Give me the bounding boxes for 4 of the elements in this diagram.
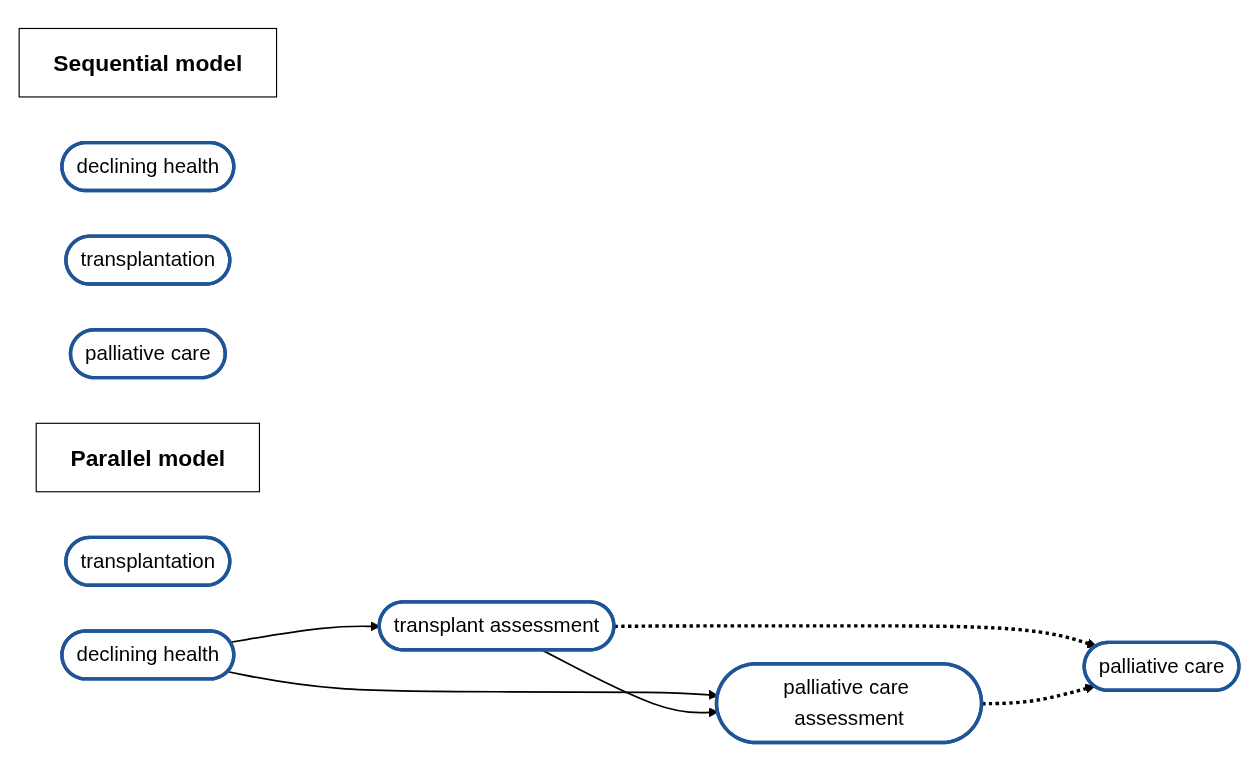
node-box: Sequential model bbox=[18, 27, 278, 98]
arrow bbox=[614, 624, 1097, 649]
arrow bbox=[982, 683, 1095, 706]
node-box: Parallel model bbox=[35, 422, 260, 493]
